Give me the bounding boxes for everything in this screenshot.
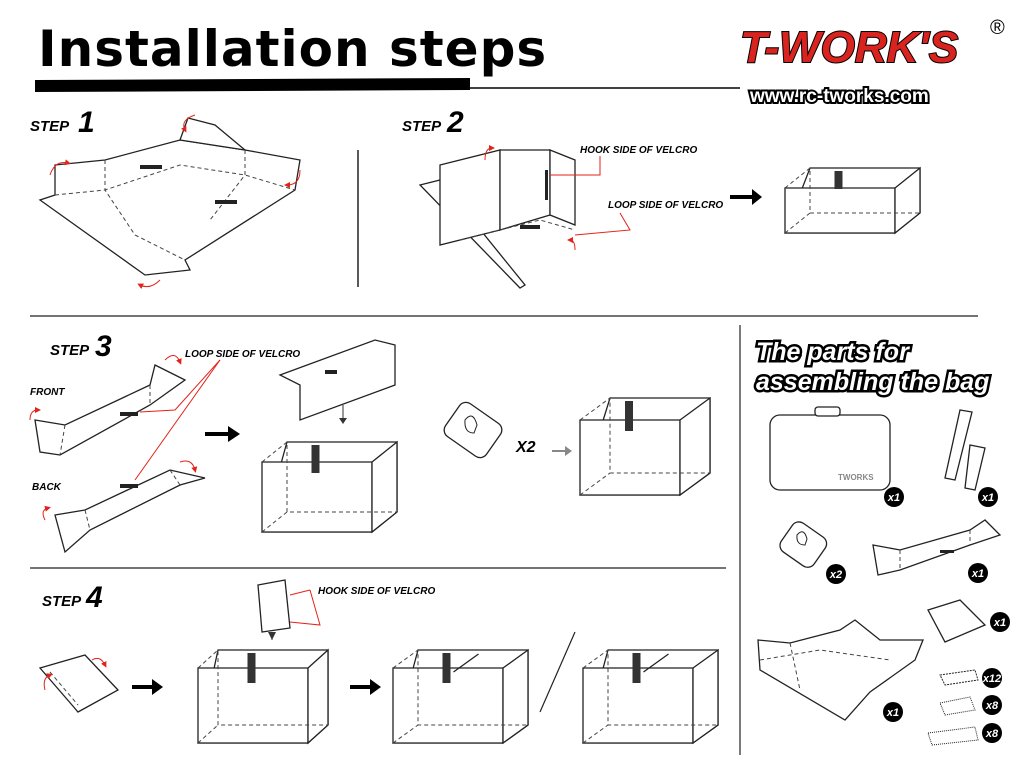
step3-box-with-pads xyxy=(579,396,711,497)
step2-assembled-box xyxy=(784,166,921,235)
x2-label: X2 xyxy=(515,439,536,456)
quantity-badge: x8 xyxy=(982,695,1002,715)
svg-text:x2: x2 xyxy=(829,569,842,581)
arrow-right-icon xyxy=(350,679,381,695)
step3-inner-divider xyxy=(278,339,396,424)
svg-text:1: 1 xyxy=(78,106,95,139)
svg-text:4: 4 xyxy=(85,581,103,614)
svg-text:x1: x1 xyxy=(971,568,984,580)
svg-text:STEP: STEP xyxy=(402,118,442,135)
loop-side-label: LOOP SIDE OF VELCRO xyxy=(608,200,723,211)
step-2-label: STEP 2 xyxy=(402,106,464,139)
step3-box xyxy=(261,440,398,534)
svg-text:x1: x1 xyxy=(886,707,899,719)
quantity-badge: x2 xyxy=(826,564,846,584)
velcro-pad-part xyxy=(779,521,828,568)
svg-text:STEP: STEP xyxy=(42,593,82,610)
svg-text:STEP: STEP xyxy=(30,118,70,135)
svg-text:x8: x8 xyxy=(985,700,999,712)
step4-box-divided xyxy=(392,648,529,745)
step-3-label: STEP 3 xyxy=(50,330,112,363)
arrow-right-icon xyxy=(132,679,163,695)
quantity-badge: x1 xyxy=(968,563,988,583)
small-panel-part xyxy=(927,599,987,643)
step1-flat-sheet xyxy=(38,114,301,290)
parts-title-line2: assembling the bag xyxy=(756,368,989,396)
svg-text:STEP: STEP xyxy=(50,342,90,359)
quantity-badge: x1 xyxy=(883,702,903,722)
hook-side-label: HOOK SIDE OF VELCRO xyxy=(318,586,435,597)
loop-side-label: LOOP SIDE OF VELCRO xyxy=(185,349,300,360)
svg-text:TWORKS: TWORKS xyxy=(838,473,874,482)
divider xyxy=(539,631,576,713)
step2-partial-box xyxy=(418,145,631,289)
hook-side-label: HOOK SIDE OF VELCRO xyxy=(580,145,697,156)
step4-box xyxy=(197,648,329,745)
registered-mark: ® xyxy=(990,17,1005,39)
svg-text:x8: x8 xyxy=(985,728,999,740)
page-title: Installation steps xyxy=(38,20,547,78)
front-label: FRONT xyxy=(30,387,65,398)
quantity-badge: x8 xyxy=(982,723,1002,743)
title-underline xyxy=(35,78,470,92)
logo-text: T-WORK'S xyxy=(740,23,958,72)
shoulder-strap-image xyxy=(944,409,986,491)
svg-text:3: 3 xyxy=(95,330,112,363)
flat-sheet-part xyxy=(757,619,924,721)
velcro-strip-parts xyxy=(927,669,979,746)
arrow-right-icon xyxy=(552,446,572,456)
back-label: BACK xyxy=(32,482,62,493)
step4-box-final xyxy=(582,648,719,745)
step3-back-panel xyxy=(42,460,206,554)
step-1-label: STEP 1 xyxy=(30,106,95,139)
quantity-badge: x1 xyxy=(884,487,904,507)
quantity-badge: x12 xyxy=(982,668,1002,688)
arrow-right-icon xyxy=(205,426,240,442)
arrow-right-icon xyxy=(730,189,762,205)
step4-small-panel xyxy=(38,654,120,713)
step-4-label: STEP 4 xyxy=(42,581,103,614)
parts-title-line1: The parts for xyxy=(756,338,910,366)
quantity-badge: x1 xyxy=(990,612,1010,632)
svg-text:x1: x1 xyxy=(887,492,900,504)
svg-text:x1: x1 xyxy=(993,617,1006,629)
svg-text:x12: x12 xyxy=(982,673,1001,685)
website-url: www.rc-tworks.com xyxy=(749,86,929,107)
quantity-badge: x1 xyxy=(978,487,998,507)
svg-text:x1: x1 xyxy=(981,492,994,504)
svg-text:2: 2 xyxy=(446,106,464,139)
velcro-pad-icon xyxy=(443,401,503,459)
bag-image: TWORKS xyxy=(769,406,891,491)
step4-divider-panel xyxy=(257,579,291,640)
brand-logo: T-WORK'S ® www.rc-tworks.com xyxy=(739,17,1005,109)
long-panel-part xyxy=(872,519,1002,576)
step3-front-panel xyxy=(29,355,187,456)
